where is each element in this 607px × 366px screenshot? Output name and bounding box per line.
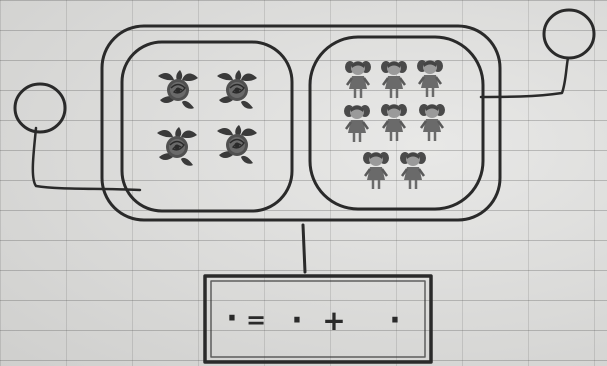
right-part-items [344,60,445,189]
connector-line [303,225,305,272]
rose-flower-icon [217,70,257,109]
equation-equals-sign: = [246,306,266,334]
left-balloon [15,84,65,132]
equation-dot-1: · [226,301,237,336]
doll-figure-icon [381,61,407,98]
doll-figure-icon [400,152,426,189]
left-part-items [157,70,257,166]
rose-flower-icon [157,127,197,166]
doll-figure-icon [344,105,370,142]
doll-figure-icon [345,61,371,98]
right-balloon-string [481,58,568,97]
equation-plus-sign: + [322,304,345,337]
doll-figure-icon [417,60,443,97]
rose-flower-icon [217,125,257,164]
equation-dot-2: · [291,303,302,338]
right-balloon [544,10,594,58]
doll-figure-icon [419,104,445,141]
doll-figure-icon [381,104,407,141]
left-part-box [122,42,292,211]
equation-dot-3: · [389,303,400,338]
doll-figure-icon [363,152,389,189]
rose-flower-icon [158,70,198,109]
